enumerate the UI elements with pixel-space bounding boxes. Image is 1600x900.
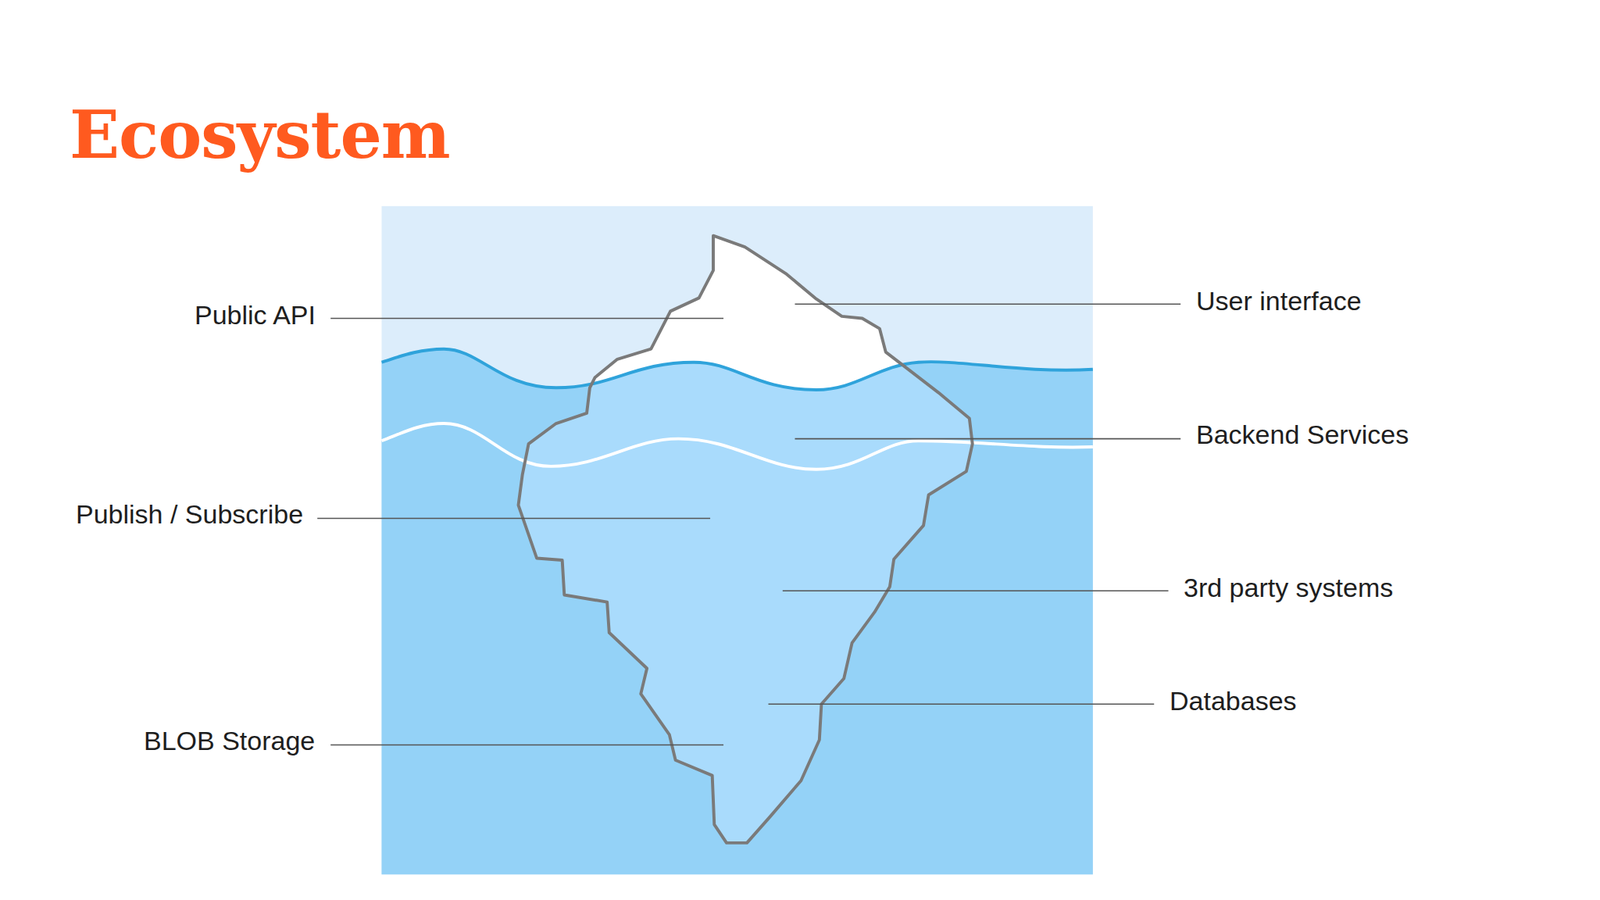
layer-label: 3rd party systems	[1183, 571, 1393, 604]
leader-line	[330, 744, 724, 747]
leader-lines	[317, 303, 1181, 745]
leader-line	[330, 317, 724, 320]
leader-line	[794, 303, 1181, 305]
layer-label: BLOB Storage	[143, 725, 315, 758]
layer-label: Databases	[1169, 685, 1297, 718]
iceberg-tip	[518, 235, 973, 843]
water-line	[381, 423, 1093, 470]
leader-line	[317, 517, 711, 520]
layer-label: Public API	[194, 299, 316, 332]
leader-line	[768, 703, 1155, 705]
iceberg-outline	[518, 235, 973, 843]
layer-label: Backend Services	[1196, 418, 1409, 451]
layer-label: Publish / Subscribe	[75, 498, 304, 531]
slide-title: Ecosystem	[69, 102, 450, 168]
leader-line	[782, 589, 1169, 592]
leader-line	[794, 438, 1181, 440]
sky	[381, 206, 1093, 875]
iceberg-submerged	[518, 235, 973, 843]
surface-wave	[381, 349, 1093, 390]
layer-label: User interface	[1196, 285, 1362, 318]
